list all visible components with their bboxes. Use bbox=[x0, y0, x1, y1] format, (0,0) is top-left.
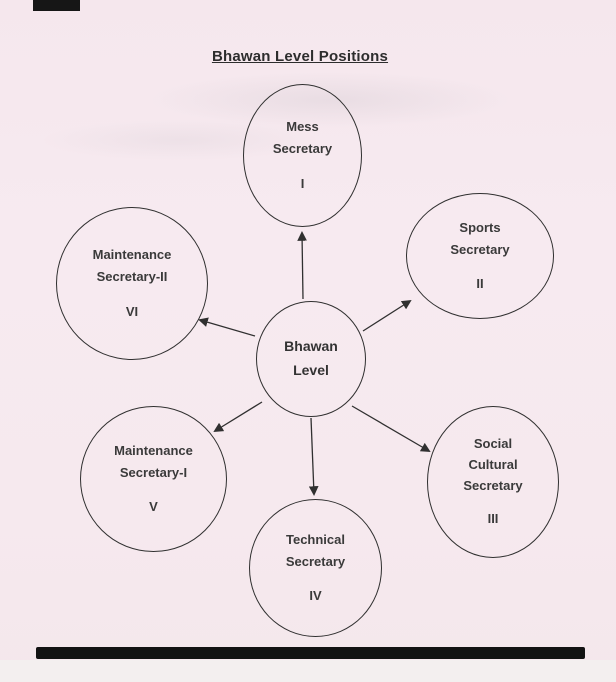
node-label-line: Secretary-I bbox=[119, 464, 188, 480]
node-label-line: Maintenance bbox=[114, 442, 193, 458]
node-technical-secretary: Technical Secretary IV bbox=[249, 499, 382, 637]
node-numeral: II bbox=[476, 276, 484, 292]
node-numeral: IV bbox=[309, 588, 322, 604]
scan-artifact-top bbox=[33, 0, 80, 11]
node-numeral: VI bbox=[125, 303, 139, 319]
node-numeral: V bbox=[149, 499, 158, 515]
node-label-line: Technical bbox=[285, 531, 345, 547]
node-label-line: Maintenance bbox=[92, 247, 172, 263]
node-label-line: Secretary bbox=[463, 478, 523, 493]
node-label-line: Secretary bbox=[450, 241, 510, 257]
node-sports-secretary: Sports Secretary II bbox=[406, 193, 554, 319]
node-numeral: I bbox=[300, 175, 305, 191]
node-label-line: Level bbox=[293, 362, 329, 378]
node-label-line: Secretary bbox=[285, 553, 346, 569]
node-label-line: Sports bbox=[459, 219, 501, 235]
node-mess-secretary: Mess Secretary I bbox=[243, 84, 362, 227]
node-label-line: Bhawan bbox=[284, 338, 338, 355]
scan-edge-bottom bbox=[0, 660, 616, 682]
node-maintenance-secretary-2: Maintenance Secretary-II VI bbox=[56, 207, 208, 360]
node-numeral: III bbox=[487, 510, 499, 526]
node-label-line: Secretary-II bbox=[96, 269, 168, 285]
node-label-line: Social bbox=[473, 436, 513, 452]
node-bhawan-level: Bhawan Level bbox=[256, 301, 366, 417]
scan-artifact-bottom-bar bbox=[36, 647, 585, 659]
node-maintenance-secretary-1: Maintenance Secretary-I V bbox=[80, 406, 227, 552]
page-title: Bhawan Level Positions bbox=[211, 48, 389, 65]
node-label-line: Mess bbox=[286, 119, 319, 135]
node-label-line: Secretary bbox=[272, 141, 333, 157]
node-social-cultural-secretary: Social Cultural Secretary III bbox=[427, 406, 559, 558]
node-label-line: Cultural bbox=[468, 457, 518, 473]
